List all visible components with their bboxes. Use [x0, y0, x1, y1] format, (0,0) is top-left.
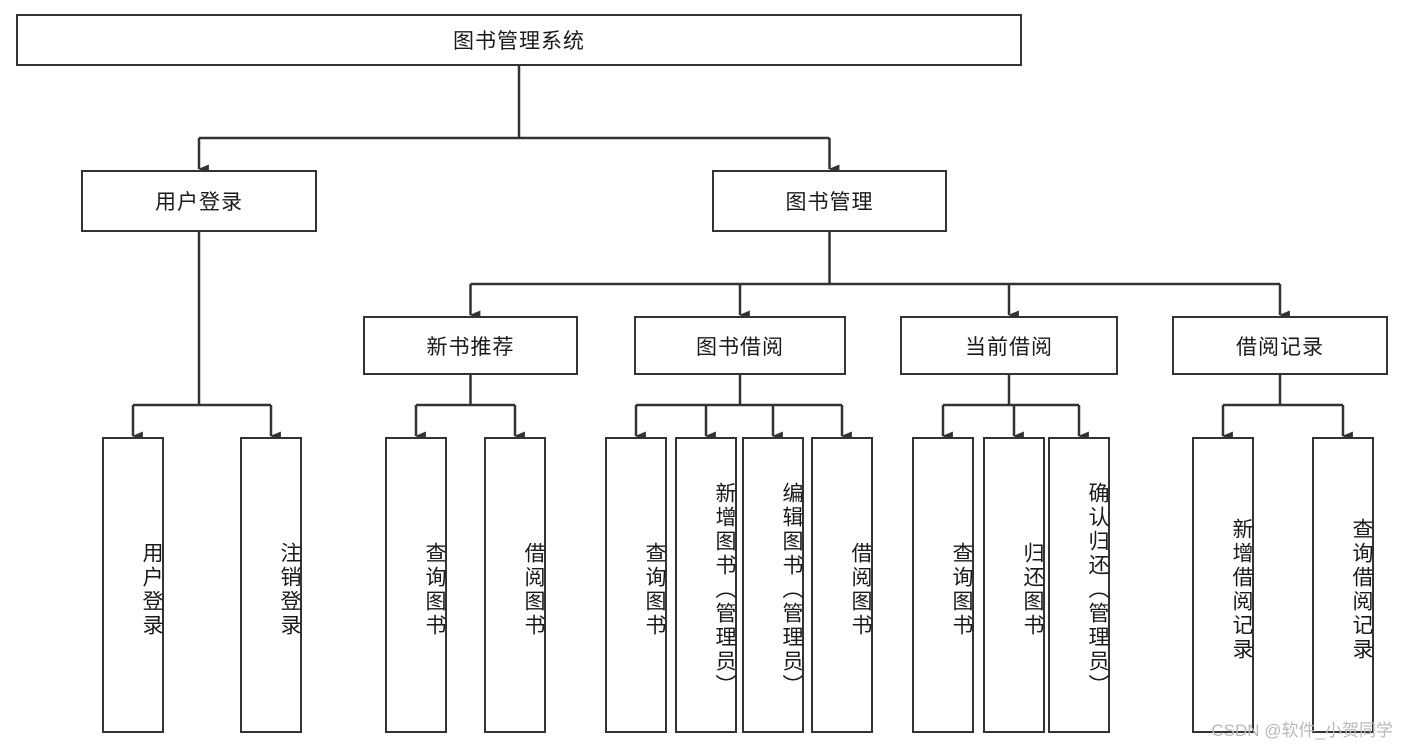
node-l2-book-manage[interactable]: 图书管理	[712, 170, 947, 232]
node-label: 借阅图书	[522, 542, 545, 638]
node-leaf-add-record[interactable]: 新增借阅记录	[1192, 437, 1254, 733]
node-l3-new-book-rec[interactable]: 新书推荐	[363, 316, 578, 375]
node-l3-current-borrow[interactable]: 当前借阅	[900, 316, 1118, 375]
node-leaf-borrow-book-2[interactable]: 借阅图书	[811, 437, 873, 733]
node-label: 查询图书	[950, 542, 973, 638]
node-leaf-user-login[interactable]: 用户登录	[102, 437, 164, 733]
node-root[interactable]: 图书管理系统	[16, 14, 1022, 66]
node-label: 图书管理	[785, 191, 874, 214]
node-leaf-confirm-return[interactable]: 确认归还（管理员）	[1048, 437, 1110, 733]
node-label: 查询图书	[423, 542, 446, 638]
node-label: 新增借阅记录	[1230, 518, 1253, 662]
node-label: 当前借阅	[965, 335, 1053, 359]
node-leaf-query-book-1[interactable]: 查询图书	[385, 437, 447, 733]
node-leaf-query-record[interactable]: 查询借阅记录	[1312, 437, 1374, 733]
node-label: 新书推荐	[426, 335, 515, 359]
node-label: 借阅图书	[849, 542, 872, 638]
watermark-text: CSDN @软件_小贺同学	[1211, 721, 1393, 740]
node-label: 用户登录	[155, 191, 243, 214]
node-leaf-query-book-2[interactable]: 查询图书	[605, 437, 667, 733]
node-label: 确认归还（管理员）	[1086, 482, 1109, 698]
node-label: 查询借阅记录	[1350, 518, 1373, 662]
node-label: 用户登录	[140, 542, 163, 638]
node-leaf-logout[interactable]: 注销登录	[240, 437, 302, 733]
node-label: 图书管理系统	[453, 30, 585, 53]
node-label: 编辑图书（管理员）	[780, 482, 803, 698]
node-l3-book-borrow[interactable]: 图书借阅	[634, 316, 846, 375]
node-label: 归还图书	[1021, 542, 1044, 638]
node-label: 注销登录	[278, 542, 301, 638]
node-label: 图书借阅	[696, 335, 784, 359]
node-leaf-add-book[interactable]: 新增图书（管理员）	[675, 437, 737, 733]
node-label: 新增图书（管理员）	[713, 482, 736, 698]
node-leaf-return-book[interactable]: 归还图书	[983, 437, 1045, 733]
node-leaf-query-book-3[interactable]: 查询图书	[912, 437, 974, 733]
node-l3-borrow-record[interactable]: 借阅记录	[1172, 316, 1388, 375]
node-label: 查询图书	[643, 542, 666, 638]
node-leaf-borrow-book-1[interactable]: 借阅图书	[484, 437, 546, 733]
node-leaf-edit-book[interactable]: 编辑图书（管理员）	[742, 437, 804, 733]
node-label: 借阅记录	[1236, 335, 1324, 359]
node-l2-user-login[interactable]: 用户登录	[81, 170, 317, 232]
